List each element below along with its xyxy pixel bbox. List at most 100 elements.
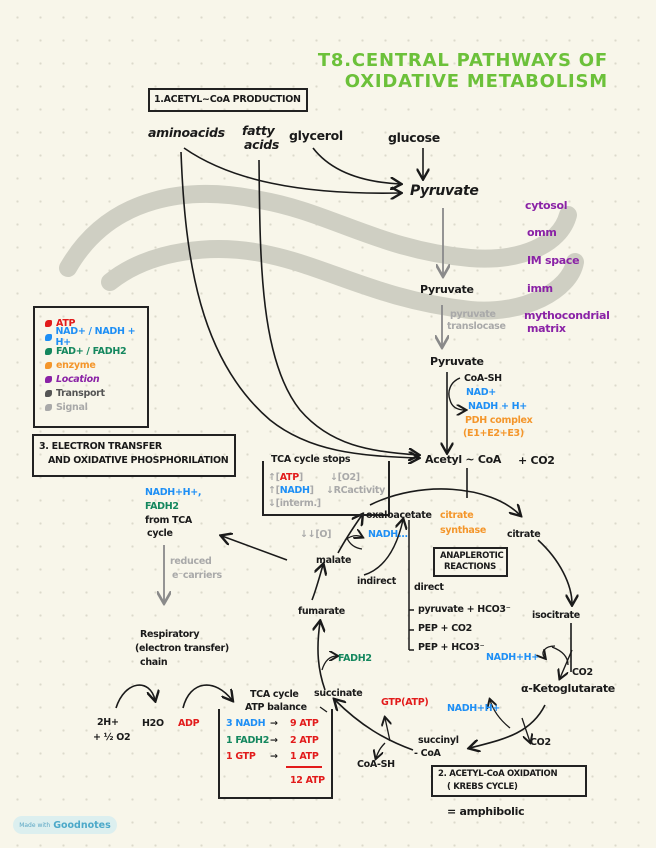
atp-balance-box: 3 NADH → 9 ATP 1 FADH2 → 2 ATP 1 GTP → 1…	[218, 709, 333, 799]
balance-title-line-2: ATP balance	[245, 702, 307, 713]
stop-atp-value: ATP	[279, 472, 299, 483]
fadh2-succinate: FADH2	[338, 653, 372, 664]
legend-label: Location	[56, 373, 100, 385]
anaplerotic-line-1: ANAPLEROTIC	[440, 551, 504, 561]
section-3-title-line-2: AND OXIDATIVE PHOSPHORILATION	[48, 455, 229, 466]
nadh-isocitrate: NADH+H+	[486, 652, 539, 663]
stop-intermediates: ↓[interm.]	[268, 498, 321, 509]
location-matrix-line-1: mythocondrial	[524, 309, 610, 322]
succinyl-coa-line-1: succinyl	[418, 735, 459, 746]
badge-brand: Goodnotes	[53, 819, 111, 831]
source-fatty: fatty	[242, 123, 275, 138]
fad-marker-icon	[45, 347, 52, 355]
legend-label: NAD+ / NADH + H+	[55, 326, 136, 348]
location-marker-icon	[45, 375, 52, 383]
low-oxygen: ↓↓[O]	[300, 529, 332, 540]
oxaloacetate: oxaloacetate	[366, 510, 432, 521]
oxygen: + ½ O2	[93, 732, 131, 743]
citrate-synthase-line-1: citrate	[440, 510, 474, 521]
respiratory-chain-line-3: chain	[140, 657, 168, 668]
legend-item-nad: NAD+ / NADH + H+	[45, 326, 147, 348]
stop-atp-suffix: ]	[298, 472, 303, 483]
outer-membrane	[59, 185, 577, 277]
translocase-line-2: translocase	[447, 321, 506, 332]
location-ims: IM space	[527, 254, 580, 267]
et-from-tca: from TCA	[145, 515, 192, 526]
co2-isocitrate: CO2	[572, 667, 593, 678]
section-2-title-line-1: 2. ACETYL-CoA OXIDATION	[438, 769, 558, 779]
legend-label: Signal	[56, 401, 88, 413]
pdh-nadh: NADH + H+	[468, 401, 527, 412]
respiratory-chain-line-1: Respiratory	[140, 629, 200, 640]
stop-nadh-suffix: ]	[309, 485, 314, 496]
pdh-enzyme-subunits: (E1+E2+E3)	[463, 428, 524, 439]
transport-marker-icon	[45, 389, 52, 397]
section-1-title: 1.ACETYL~CoA PRODUCTION	[154, 94, 301, 105]
pyruvate-matrix: Pyruvate	[430, 355, 484, 368]
title-line-1: T8.CENTRAL PATHWAYS OF	[317, 50, 608, 71]
stop-atp-prefix: ↑[	[268, 472, 280, 483]
co2-product: + CO2	[518, 454, 555, 467]
legend-label: ATP	[56, 317, 76, 329]
water: H2O	[142, 718, 164, 729]
source-glycerol: glycerol	[289, 128, 343, 143]
balance-total: 12 ATP	[290, 775, 325, 786]
reduced-carriers-line-2: e⁻carriers	[172, 570, 222, 581]
succinyl-coa-line-2: - CoA	[414, 748, 441, 759]
balance-left: 1 GTP	[226, 751, 256, 762]
amphibolic-note: = amphibolic	[447, 805, 525, 818]
balance-right: 9 ATP	[290, 718, 319, 729]
section-2-title-line-2: ( KREBS CYCLE)	[447, 782, 518, 792]
location-matrix-line-2: matrix	[527, 322, 566, 335]
anaplerotic-box: ANAPLEROTIC REACTIONS	[433, 547, 508, 577]
balance-left: 3 NADH	[226, 718, 266, 729]
signal-marker-icon	[45, 403, 52, 411]
legend-item-enzyme: enzyme	[45, 358, 147, 372]
pdh-coash: CoA-SH	[464, 373, 502, 384]
balance-left: 1 FADH2	[226, 735, 270, 746]
pyruvate-cytosol: Pyruvate	[410, 183, 479, 199]
balance-title-line-1: TCA cycle	[250, 689, 299, 700]
location-omm: omm	[527, 226, 557, 239]
balance-right: 1 ATP	[290, 751, 319, 762]
enzyme-marker-icon	[45, 361, 52, 369]
balance-arrow-icon: →	[270, 735, 278, 746]
stop-nadh: ↑[NADH]	[268, 486, 314, 496]
et-fadh2: FADH2	[145, 501, 179, 512]
gtp: GTP(ATP)	[381, 697, 429, 708]
balance-arrow-icon: →	[270, 718, 278, 729]
section-1-box: 1.ACETYL~CoA PRODUCTION	[148, 88, 308, 112]
co2-akg: CO2	[530, 737, 551, 748]
balance-sum-line	[286, 766, 322, 768]
source-acids: acids	[244, 137, 280, 152]
nadh-akg: NADH+H+	[447, 703, 500, 714]
title-line-2: OXIDATIVE METABOLISM	[344, 71, 608, 92]
legend-item-signal: Signal	[45, 400, 147, 414]
goodnotes-badge[interactable]: Made with Goodnotes	[13, 816, 117, 834]
direct-label: direct	[414, 582, 444, 593]
isocitrate: isocitrate	[532, 610, 580, 621]
balance-arrow-icon: →	[270, 751, 278, 762]
reduced-carriers-line-1: reduced	[170, 556, 212, 567]
fumarate: fumarate	[298, 606, 345, 617]
legend-item-transport: Transport	[45, 386, 147, 400]
anaplerotic-reaction-1: pyruvate + HCO3⁻	[418, 604, 511, 615]
indirect-label: indirect	[357, 576, 396, 587]
translocase-line-1: pyruvate	[450, 309, 496, 320]
pdh-enzyme: PDH complex	[465, 415, 533, 426]
location-cytosol: cytosol	[525, 199, 568, 212]
legend-label: FAD+ / FADH2	[56, 345, 127, 357]
stop-atp: ↑[ATP]	[268, 473, 303, 483]
section-3-box: 3. ELECTRON TRANSFER AND OXIDATIVE PHOSP…	[32, 434, 236, 477]
citrate-synthase-line-2: synthase	[440, 525, 487, 536]
stop-nadh-prefix: ↑[	[268, 485, 280, 496]
adp: ADP	[178, 718, 200, 729]
badge-made-with: Made with	[19, 821, 51, 829]
malate: malate	[316, 555, 352, 566]
coash-succinyl: CoA-SH	[357, 759, 395, 770]
anaplerotic-reaction-2: PEP + CO2	[418, 623, 472, 634]
tca-stops-title: TCA cycle stops	[268, 455, 354, 465]
inner-membrane	[101, 240, 584, 320]
legend-label: Transport	[56, 387, 105, 399]
legend-item-location: Location	[45, 372, 147, 386]
